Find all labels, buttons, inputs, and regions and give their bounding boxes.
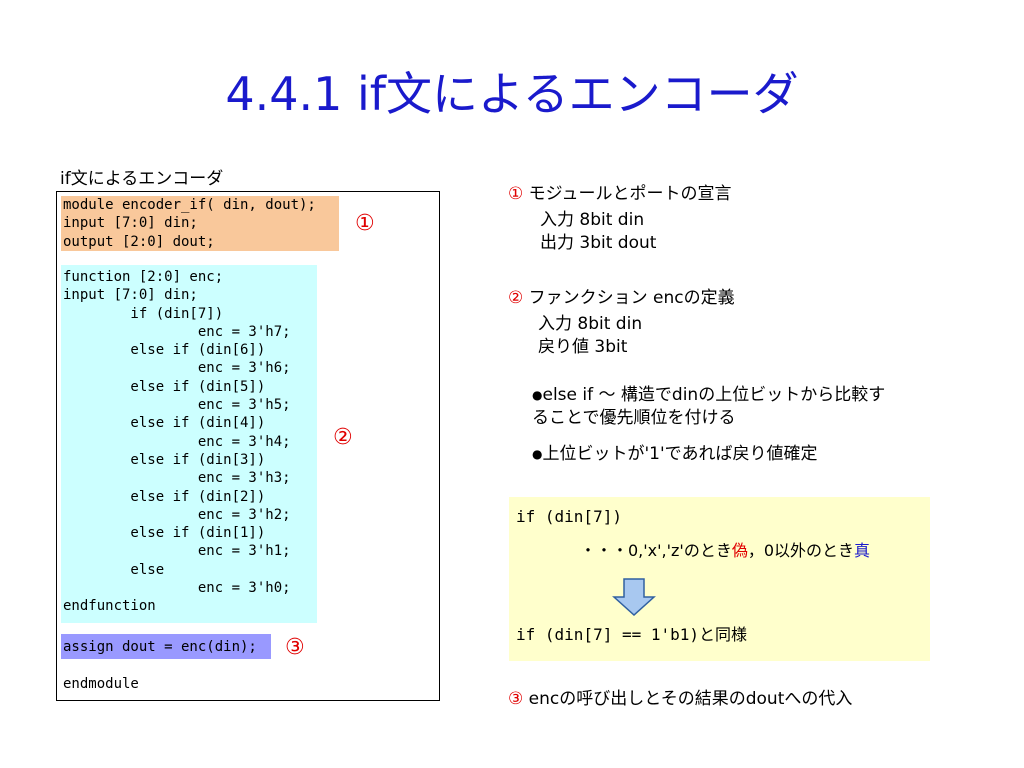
bullet2-text: 上位ビットが'1'であれば戻り値確定: [542, 444, 818, 464]
note1-input: 入力 8bit din: [540, 210, 645, 230]
if-explanation-box: [509, 497, 930, 661]
note2-input: 入力 8bit din: [538, 314, 643, 334]
note-assign: ③ encの呼び出しとその結果のdoutへの代入: [508, 688, 852, 710]
note-function-def: ② ファンクション encの定義: [508, 287, 735, 309]
note2-number: ②: [508, 288, 524, 308]
note1-heading: モジュールとポートの宣言: [523, 184, 732, 204]
bullet1-text-b: ることで優先順位を付ける: [532, 408, 736, 428]
bullet-dot: ●: [532, 447, 543, 461]
note-module-ports: ① モジュールとポートの宣言: [508, 183, 731, 205]
note1-number: ①: [508, 184, 524, 204]
down-arrow-icon: [612, 578, 656, 616]
note1-output: 出力 3bit dout: [540, 233, 657, 253]
if-true-label: 真: [854, 541, 871, 560]
note2-heading: ファンクション encの定義: [523, 288, 735, 308]
bullet-dot: ●: [532, 388, 543, 402]
assign-block: assign dout = enc(din);: [61, 634, 271, 659]
bullet-return-fixed: ●上位ビットが'1'であれば戻り値確定: [532, 443, 817, 465]
code-caption: if文によるエンコーダ: [60, 169, 224, 189]
note3-text: encの呼び出しとその結果のdoutへの代入: [523, 689, 853, 709]
if-false-label: 偽: [731, 541, 748, 560]
note3-number: ③: [508, 689, 524, 709]
if-line-3: if (din[7] == 1'b1)と同様: [516, 625, 748, 644]
note2-return: 戻り値 3bit: [538, 337, 628, 357]
bullet-priority: ●else if 〜 構造でdinの上位ビットから比較す: [532, 384, 885, 406]
endmodule-line: endmodule: [63, 676, 139, 692]
slide-title: 4.4.1 if文によるエンコーダ: [225, 67, 799, 121]
port-declaration-block: module encoder_if( din, dout); input [7:…: [61, 196, 339, 251]
bullet1-text-a: else if 〜 構造でdinの上位ビットから比較す: [542, 385, 886, 405]
marker-two: ②: [333, 425, 353, 450]
function-block: function [2:0] enc; input [7:0] din; if …: [61, 265, 317, 623]
marker-one: ①: [355, 211, 375, 236]
if-line2-mid: ，0以外のとき: [747, 541, 855, 560]
if-truth-explanation: ・・・0,'x','z'のとき偽，0以外のとき真: [580, 540, 870, 562]
marker-three: ③: [285, 635, 305, 660]
if-line2-pre: ・・・0,'x','z'のとき: [580, 541, 732, 560]
if-line-1: if (din[7]): [516, 507, 622, 526]
